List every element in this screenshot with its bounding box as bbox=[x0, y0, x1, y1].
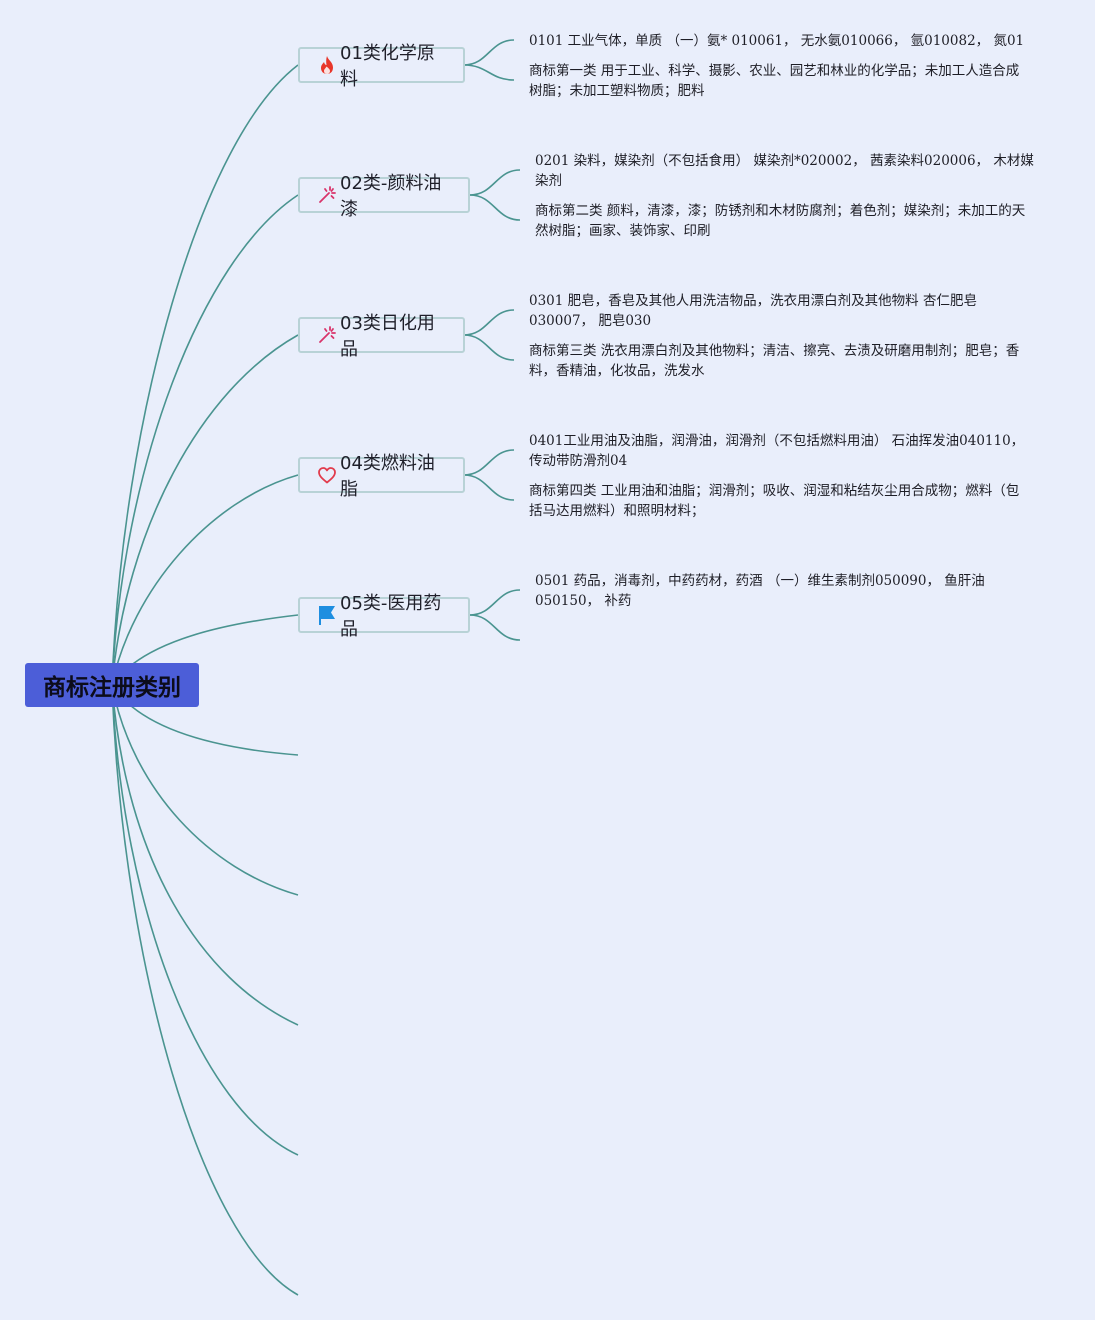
sparkle-icon bbox=[316, 324, 338, 346]
topic-03-daily-chemicals[interactable]: 03类日化用品 bbox=[298, 313, 465, 360]
topic-05-medicines[interactable]: 05类-医用药品 bbox=[298, 593, 470, 640]
topic-04-fuels-oils[interactable]: 04类燃料油脂 bbox=[298, 453, 465, 500]
topic-03-note-1: 0301 肥皂，香皂及其他人用洗洁物品，洗衣用漂白剂及其他物料 杏仁肥皂0300… bbox=[529, 293, 977, 329]
topic-02-note-2: 商标第二类 颜料，清漆，漆；防锈剂和木材防腐剂；着色剂；媒染剂；未加工的天然树脂… bbox=[535, 203, 1026, 239]
topic-label: 02类-颜料油漆 bbox=[340, 173, 442, 220]
topic-04-note-1: 0401工业用油及油脂，润滑油，润滑剂（不包括燃料用油） 石油挥发油040110… bbox=[529, 433, 1025, 469]
topic-03-note-2: 商标第三类 洗衣用漂白剂及其他物料；清洁、擦亮、去渍及研磨用制剂；肥皂；香料，香… bbox=[529, 343, 1020, 379]
topic-01-chemicals[interactable]: 01类化学原料 bbox=[298, 43, 465, 90]
root-label: 商标注册类别 bbox=[43, 675, 181, 701]
topic-label: 05类-医用药品 bbox=[340, 593, 442, 640]
topic-label: 01类化学原料 bbox=[340, 43, 435, 90]
topic-01-note-1: 0101 工业气体，单质 （一）氨* 010061， 无水氨010066， 氩0… bbox=[529, 33, 1025, 49]
topic-label: 03类日化用品 bbox=[340, 313, 435, 360]
topic-label: 04类燃料油脂 bbox=[340, 453, 435, 500]
root-topic[interactable]: 商标注册类别 bbox=[25, 663, 199, 707]
topic-05-note-1: 0501 药品，消毒剂，中药药材，药酒 （一）维生素制剂050090， 鱼肝油0… bbox=[535, 573, 985, 609]
flag-icon bbox=[316, 604, 338, 626]
fire-icon bbox=[316, 54, 338, 76]
topic-01-note-2: 商标第一类 用于工业、科学、摄影、农业、园艺和林业的化学品；未加工人造合成树脂；… bbox=[529, 63, 1020, 99]
heart-icon bbox=[316, 464, 338, 486]
topic-04-note-2: 商标第四类 工业用油和油脂；润滑剂；吸收、润湿和粘结灰尘用合成物；燃料（包括马达… bbox=[529, 483, 1020, 519]
sparkle-icon bbox=[316, 184, 338, 206]
topic-02-paints[interactable]: 02类-颜料油漆 bbox=[298, 173, 470, 220]
topic-02-note-1: 0201 染料，媒染剂（不包括食用） 媒染剂*020002， 茜素染料02000… bbox=[535, 153, 1034, 189]
